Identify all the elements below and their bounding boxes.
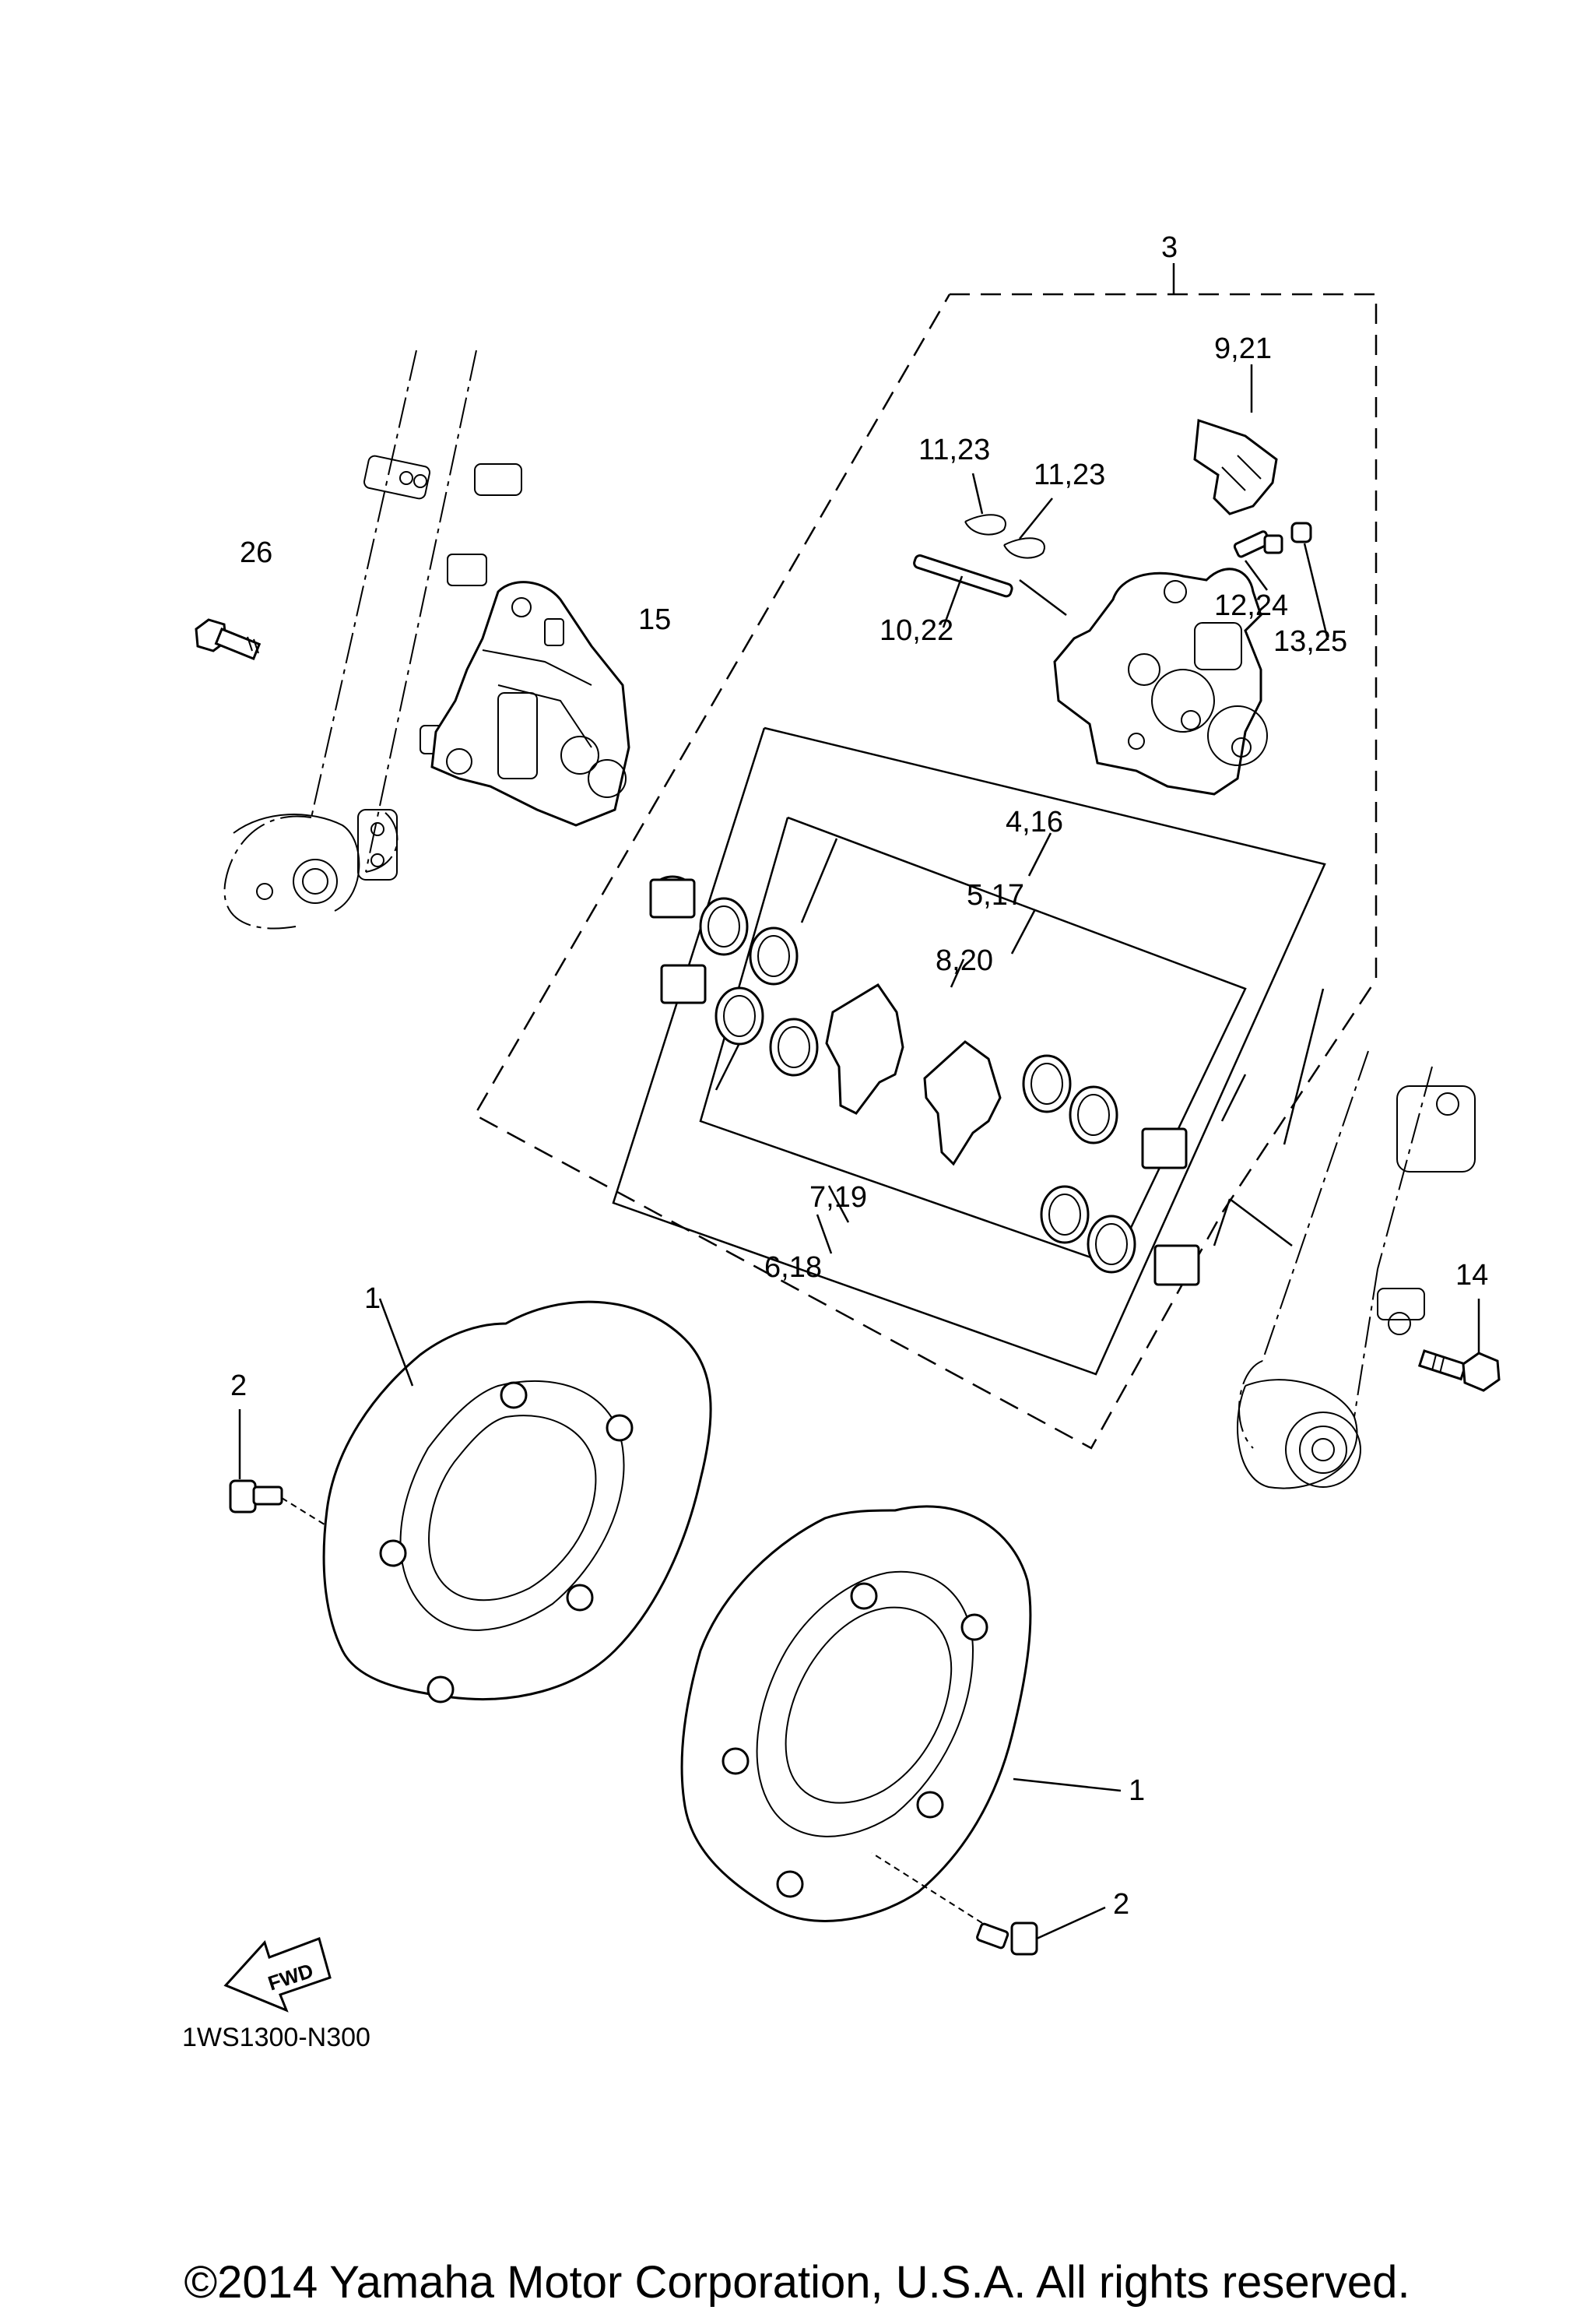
callout-14: 14 <box>1455 1259 1488 1292</box>
left-fork-leg <box>223 350 522 930</box>
copyright-notice: ©2014 Yamaha Motor Corporation, U.S.A. A… <box>184 2257 1410 2308</box>
callout-7-19: 7,19 <box>809 1181 867 1214</box>
forward-direction-arrow: FWD <box>223 1937 332 2013</box>
disc-bolt-right <box>871 1852 1106 1956</box>
callout-11-23-b: 11,23 <box>1034 459 1105 491</box>
callout-1-right: 1 <box>1129 1774 1145 1807</box>
pistons-and-seals <box>649 875 1200 1286</box>
callout-12-24: 12,24 <box>1214 589 1288 622</box>
callout-1-left: 1 <box>364 1282 381 1315</box>
diagram-code: 1WS1300-N300 <box>182 2023 370 2052</box>
callout-8-20: 8,20 <box>936 944 993 977</box>
callout-10-22: 10,22 <box>880 614 953 647</box>
caliper-bolt-26 <box>195 618 262 660</box>
callout-6-18: 6,18 <box>764 1251 822 1284</box>
brake-disc-left <box>322 1298 712 1703</box>
callout-9-21: 9,21 <box>1214 332 1272 365</box>
callout-5-17: 5,17 <box>967 879 1024 912</box>
brake-disc-right <box>680 1505 1122 1922</box>
left-brake-caliper <box>430 581 630 827</box>
bleed-screw-and-cap <box>1233 522 1329 641</box>
pad-spring <box>1193 364 1278 515</box>
right-brake-caliper <box>1053 568 1268 796</box>
callout-4-16: 4,16 <box>1006 806 1063 839</box>
caliper-assembly-boundary <box>473 263 1378 1450</box>
callout-13-25: 13,25 <box>1273 625 1347 658</box>
callout-2-left: 2 <box>230 1369 247 1402</box>
callout-26: 26 <box>240 536 272 569</box>
callout-3: 3 <box>1161 231 1178 264</box>
callout-2-right: 2 <box>1113 1888 1129 1921</box>
callout-labels: 3 9,21 11,23 11,23 26 15 10,22 12,24 13,… <box>182 231 1488 2052</box>
brake-pads <box>825 958 1002 1166</box>
callout-15: 15 <box>638 603 671 636</box>
callout-11-23-a: 11,23 <box>918 434 990 466</box>
caliper-bolt-14 <box>1417 1299 1501 1392</box>
disc-bolt-left <box>229 1409 328 1527</box>
pad-pin-and-clips <box>913 473 1067 628</box>
right-fork-leg <box>1237 1050 1476 1489</box>
